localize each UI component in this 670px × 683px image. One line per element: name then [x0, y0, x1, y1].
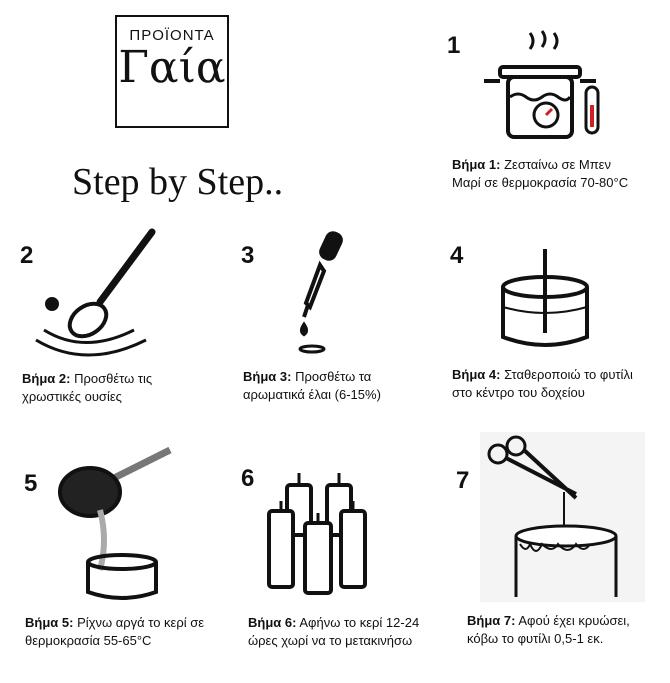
step-text: στο κέντρο του δοχείου	[452, 385, 585, 400]
step-3-number: 3	[241, 242, 255, 269]
step-5-number: 5	[24, 470, 38, 497]
spoon-icon	[35, 228, 156, 357]
double-boiler-icon	[484, 30, 600, 139]
step-4-caption: Βήμα 4: Σταθεροποιώ το φυτίλι στο κέντρο …	[452, 366, 633, 402]
step-3-caption: Βήμα 3: Προσθέτω τα αρωματικά έλαι (6-15%…	[243, 368, 381, 404]
step-label: Βήμα 5:	[25, 615, 74, 630]
step-7-caption: Βήμα 7: Αφού έχει κρυώσει, κόβω το φυτίλι…	[467, 612, 630, 648]
step-text: Σταθεροποιώ το φυτίλι	[504, 367, 633, 382]
step-text: Μαρί σε θερμοκρασία 70-80°C	[452, 175, 629, 190]
step-text: κόβω το φυτίλι 0,5-1 εκ.	[467, 631, 604, 646]
step-4-number: 4	[450, 242, 464, 269]
step-label: Βήμα 3:	[243, 369, 292, 384]
dropper-icon	[298, 231, 343, 354]
step-text: θερμοκρασία 55-65°C	[25, 633, 152, 648]
step-text: Ρίχνω αργά το κερί σε	[77, 615, 205, 630]
step-text: Ζεσταίνω σε Μπεν	[504, 157, 611, 172]
step-text: Αφού έχει κρυώσει,	[518, 613, 630, 628]
brand-logo: ΠΡΟΪΟΝΤΑ Γαία	[115, 15, 229, 128]
logo-name: Γαία	[118, 42, 226, 93]
step-label: Βήμα 7:	[467, 613, 516, 628]
step-text: χρωστικές ουσίες	[22, 389, 122, 404]
step-text: αρωματικά έλαι (6-15%)	[243, 387, 381, 402]
step-text: Αφήνω το κερί 12-24	[299, 615, 420, 630]
step-label: Βήμα 6:	[248, 615, 297, 630]
step-text: Προσθέτω τις	[74, 371, 153, 386]
scissors-candle-icon	[480, 432, 645, 602]
jar-wick-icon	[501, 249, 589, 347]
step-label: Βήμα 2:	[22, 371, 71, 386]
pouring-wax-icon	[58, 446, 172, 600]
step-7-number: 7	[456, 467, 470, 494]
step-label: Βήμα 4:	[452, 367, 501, 382]
candles-icon	[267, 473, 367, 595]
step-label: Βήμα 1:	[452, 157, 501, 172]
step-1-number: 1	[447, 32, 461, 59]
logo-brand: ΠΡΟΪΟΝΤΑ	[129, 27, 215, 44]
step-5-caption: Βήμα 5: Ρίχνω αργά το κερί σε θερμοκρασία…	[25, 614, 204, 650]
step-6-number: 6	[241, 465, 255, 492]
step-6-caption: Βήμα 6: Αφήνω το κερί 12-24 ώρες χωρί να …	[248, 614, 419, 650]
page-title: Step by Step..	[72, 161, 284, 203]
step-2-number: 2	[20, 242, 34, 269]
step-text: ώρες χωρί να το μετακινήσω	[248, 633, 413, 648]
step-2-caption: Βήμα 2: Προσθέτω τις χρωστικές ουσίες	[22, 370, 152, 406]
step-text: Προσθέτω τα	[295, 369, 372, 384]
